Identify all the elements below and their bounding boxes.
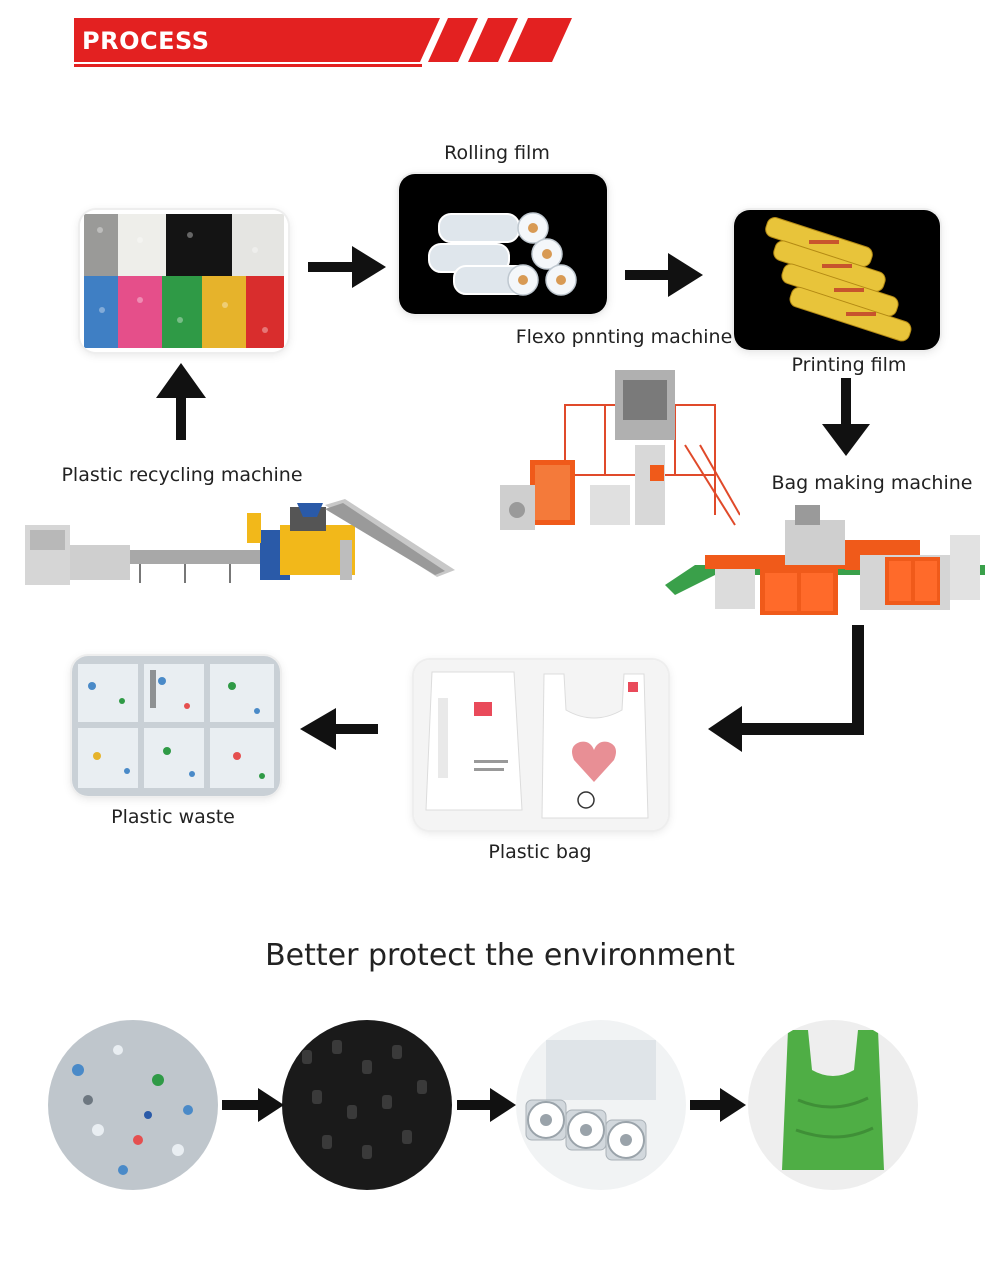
flexo-printing-machine-image [495, 365, 741, 545]
plastic-bag-image [414, 660, 668, 830]
arrow-right-1 [308, 246, 386, 288]
arrow-up-1 [156, 363, 206, 440]
printing-film-label: Printing film [791, 354, 907, 376]
arrow-down-1 [822, 378, 870, 456]
arrow-left-1 [300, 708, 378, 750]
banner-shape [74, 18, 572, 67]
flow-arrows [156, 246, 870, 752]
footer-arrow-2 [457, 1088, 516, 1122]
process-banner: PROCESS [0, 0, 600, 80]
environment-title: Better protect the environment [265, 938, 735, 973]
footer-arrow-3 [690, 1088, 746, 1122]
plastic-recycling-machine-label: Plastic recycling machine [61, 464, 303, 486]
plastic-bag-label: Plastic bag [488, 841, 592, 863]
arrow-right-2 [625, 253, 703, 297]
flexo-printing-machine-label: Flexo pnnting machine [515, 326, 733, 348]
green-bag-circle-image [748, 1020, 918, 1190]
film-rolls-circle-image [516, 1020, 686, 1190]
plastic-recycling-machine-image [25, 495, 455, 595]
printing-film-image [734, 210, 940, 350]
rolling-film-label: Rolling film [444, 142, 550, 164]
rolling-film-image [399, 174, 607, 314]
footer-arrow-1 [222, 1088, 284, 1122]
plastic-granules-image [80, 210, 288, 352]
footer-arrows [222, 1088, 746, 1122]
plastic-waste-circle-image [48, 1020, 218, 1190]
plastic-waste-image [72, 656, 280, 796]
plastic-waste-label: Plastic waste [111, 806, 235, 828]
arrow-elbow [708, 625, 864, 752]
bag-making-machine-label: Bag making machine [771, 472, 973, 494]
black-granules-circle-image [282, 1020, 452, 1190]
bag-making-machine-image [655, 495, 985, 625]
banner-title: PROCESS [82, 27, 210, 55]
